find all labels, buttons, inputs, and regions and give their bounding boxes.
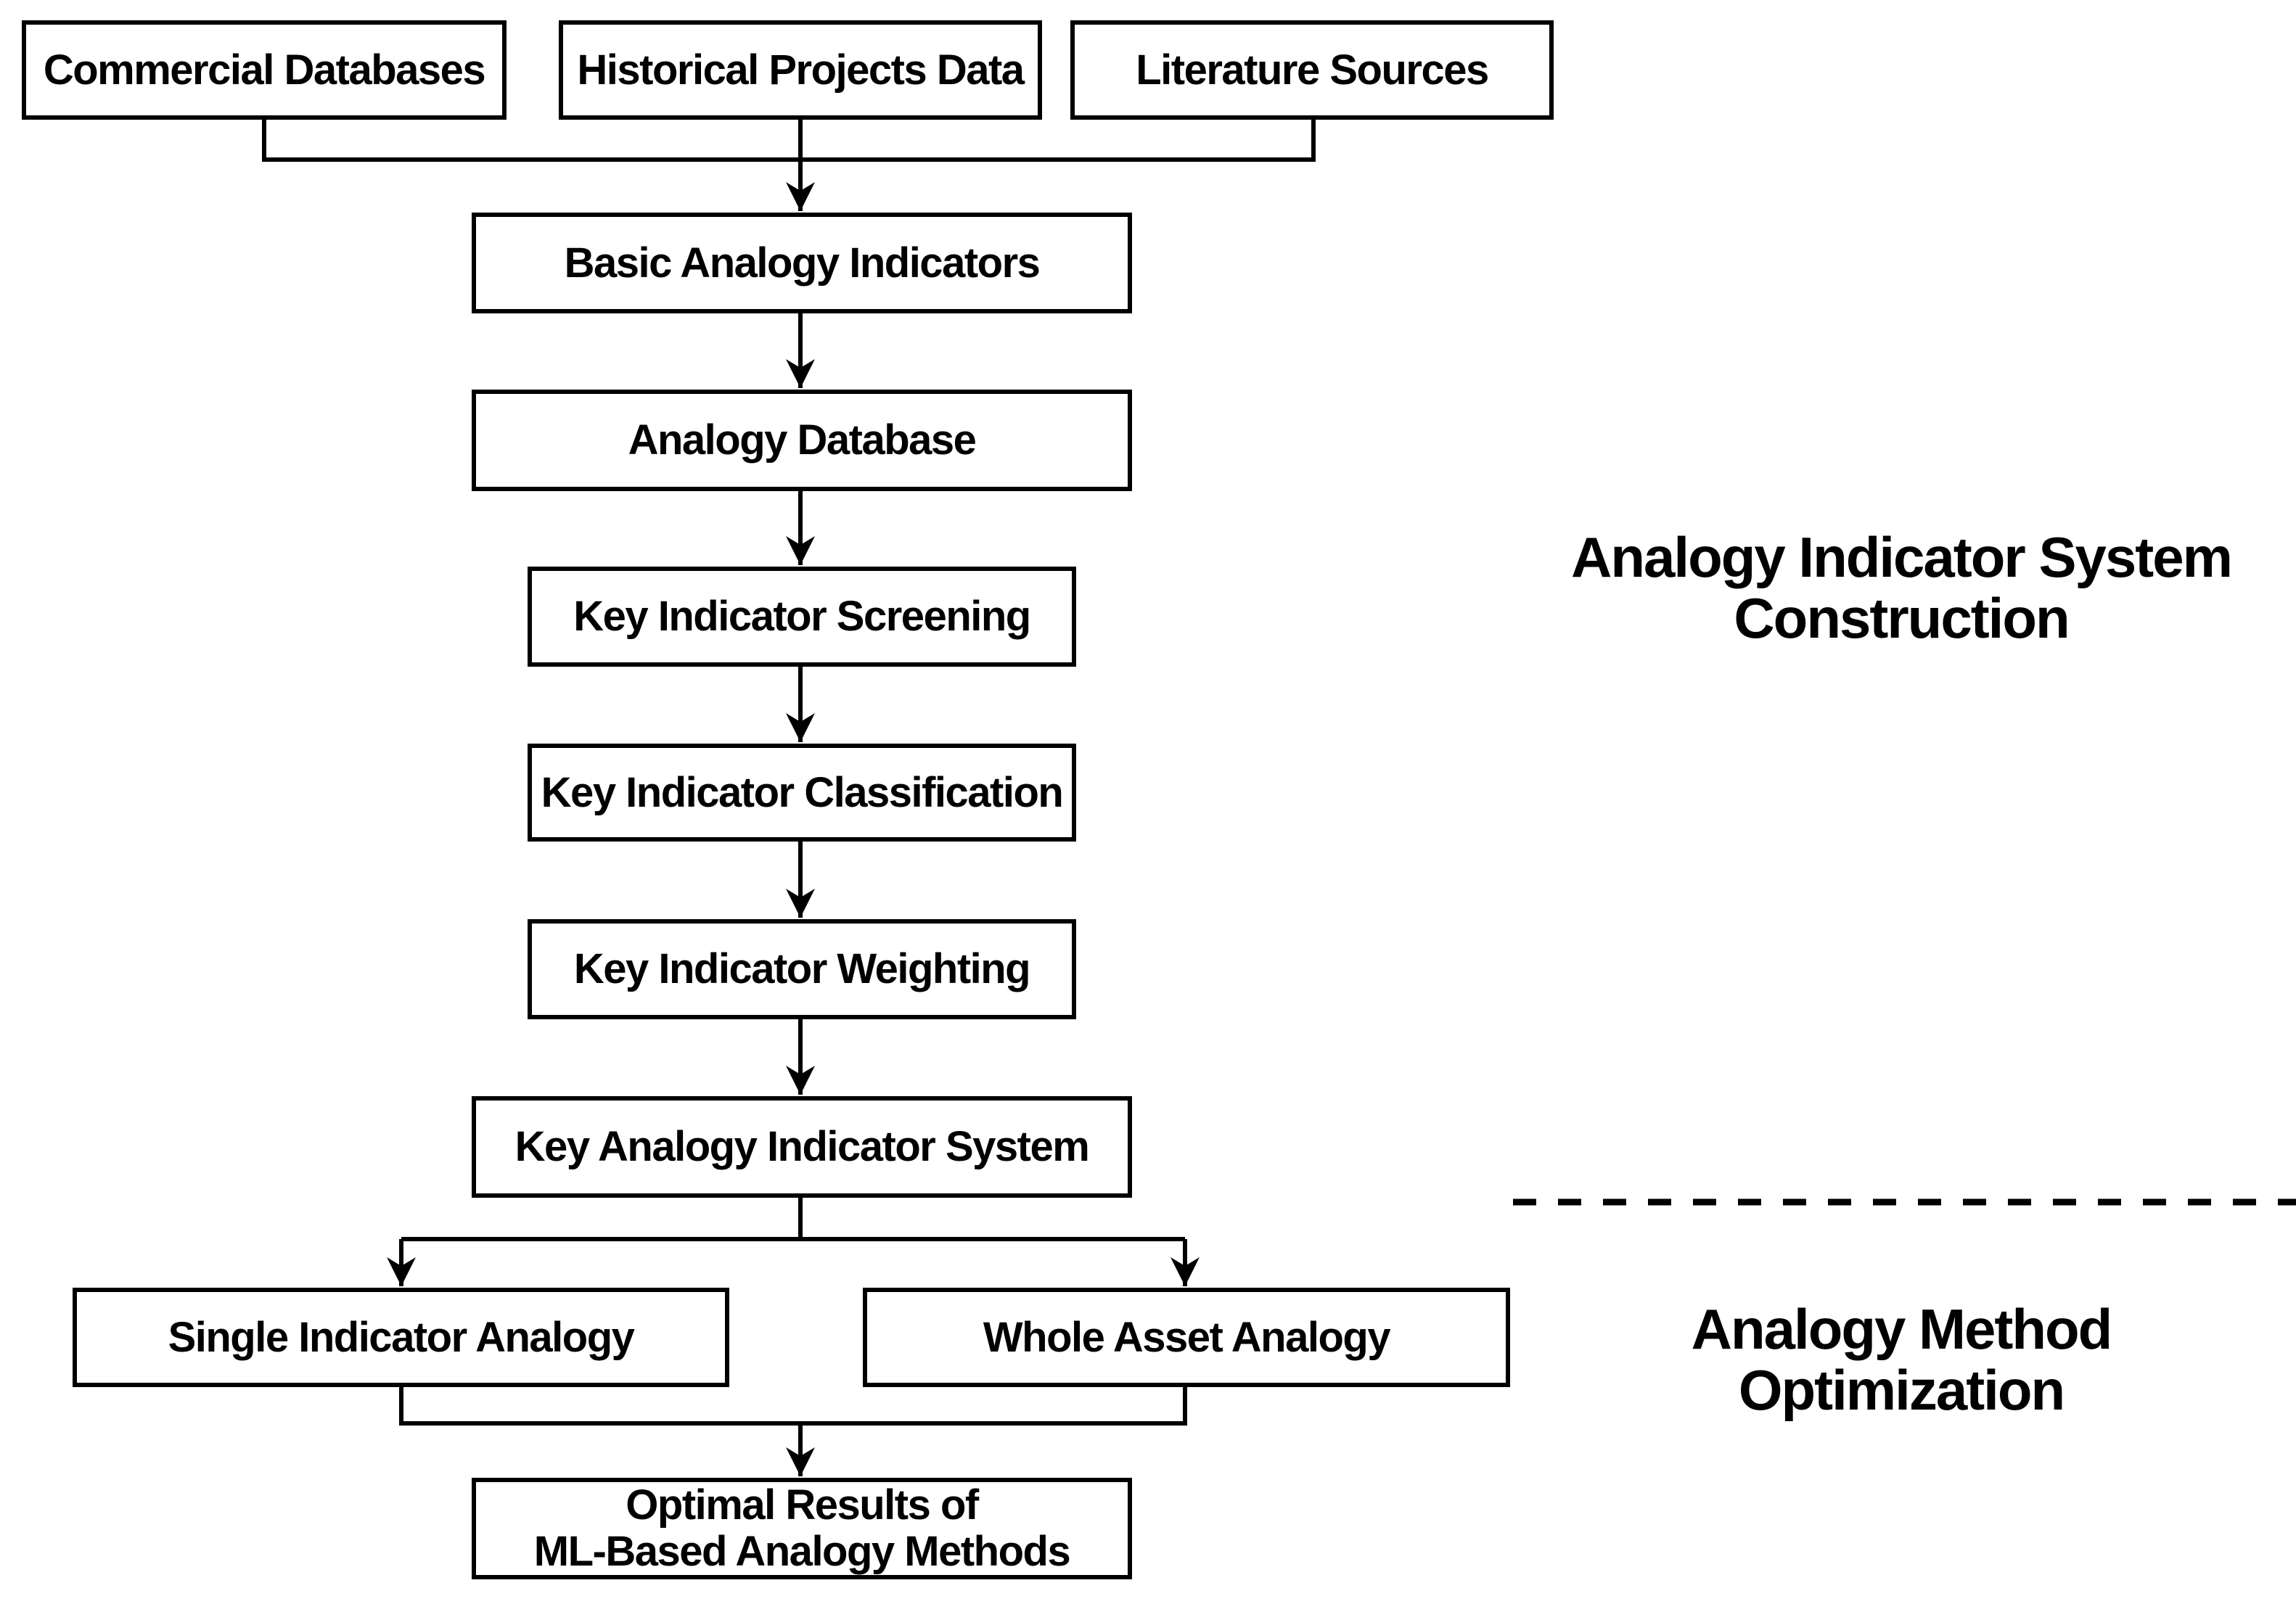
section-label-construction: Analogy Indicator System Construction [1538,527,2264,649]
box-analogy-database: Analogy Database [472,390,1132,491]
box-key-analogy-indicator-system: Key Analogy Indicator System [472,1096,1132,1198]
optimal-results-line2: ML-Based Analogy Methods [533,1528,1071,1575]
box-commercial-databases: Commercial Databases [22,20,507,120]
section-label-construction-line2: Construction [1734,586,2070,650]
section-label-construction-line1: Analogy Indicator System [1571,525,2233,589]
box-historical-projects-data: Historical Projects Data [559,20,1042,120]
box-key-indicator-classification: Key Indicator Classification [528,744,1076,842]
box-single-indicator-analogy: Single Indicator Analogy [73,1288,729,1387]
box-literature-sources: Literature Sources [1070,20,1554,120]
box-optimal-results: Optimal Results of ML-Based Analogy Meth… [472,1478,1132,1579]
box-key-indicator-weighting: Key Indicator Weighting [528,919,1076,1019]
section-label-optimization: Analogy Method Optimization [1538,1299,2264,1420]
box-whole-asset-analogy: Whole Asset Analogy [863,1288,1510,1387]
section-label-optimization-line2: Optimization [1738,1358,2065,1422]
optimal-results-line1: Optimal Results of [626,1481,979,1529]
box-basic-analogy-indicators: Basic Analogy Indicators [472,213,1132,313]
box-key-indicator-screening: Key Indicator Screening [528,567,1076,667]
section-label-optimization-line1: Analogy Method [1691,1297,2113,1361]
